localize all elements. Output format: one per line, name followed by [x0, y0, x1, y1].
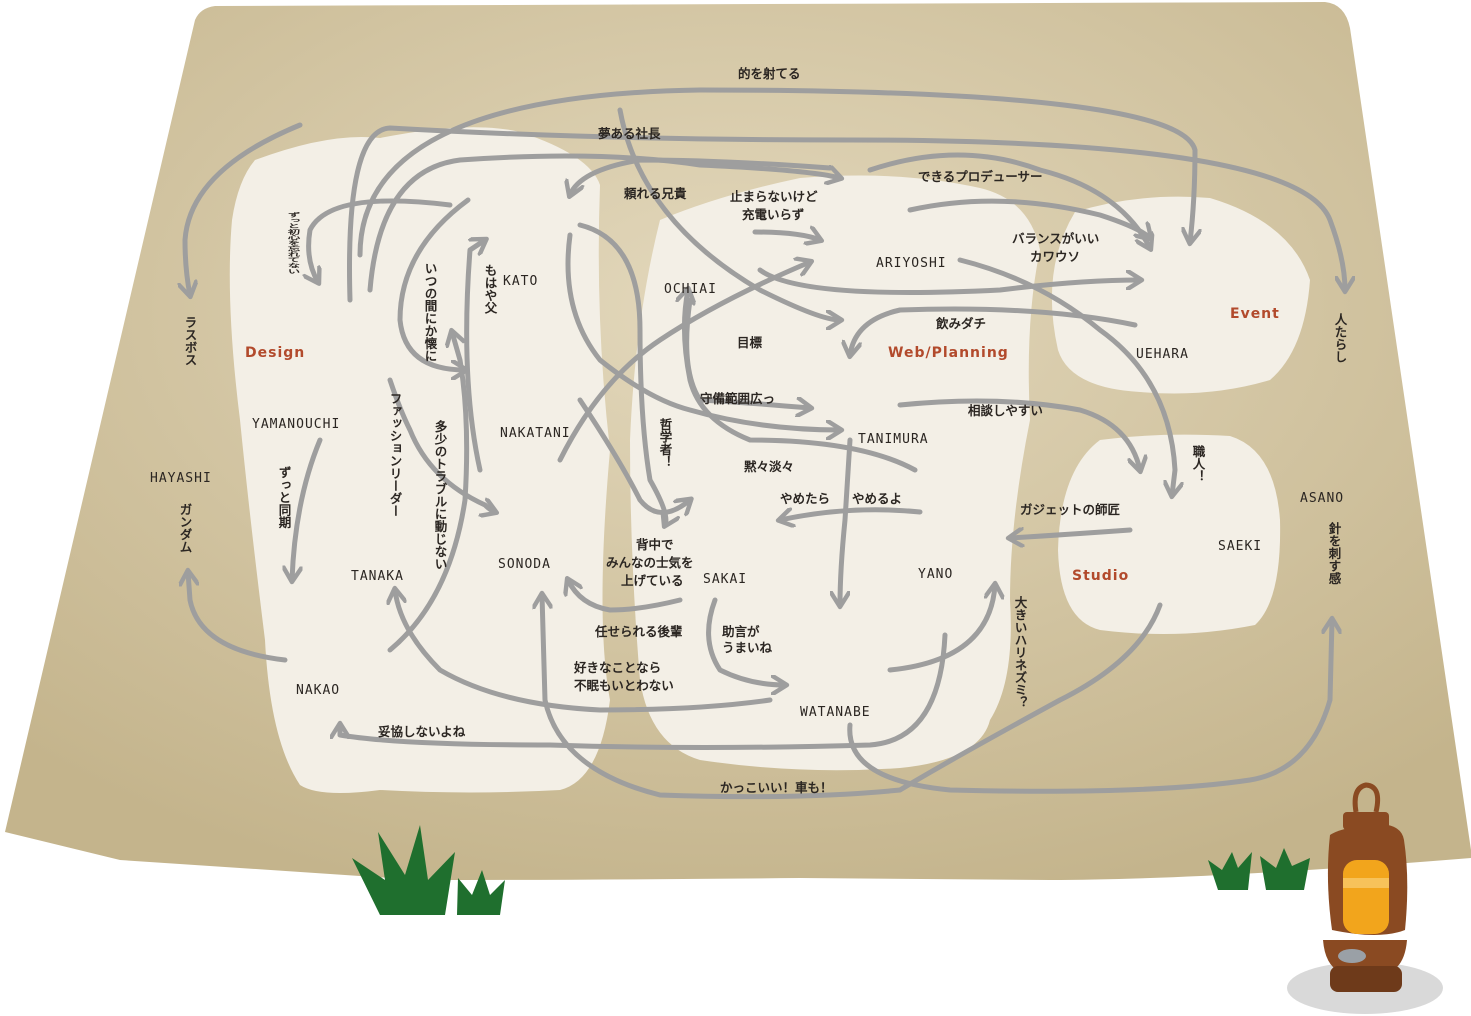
label-gundam: ガンダム	[178, 503, 193, 553]
label-jogen-1: 助言が	[722, 624, 760, 639]
person-ariyoshi: ARIYOSHI	[876, 256, 947, 271]
label-tetsugaku: 哲学者！	[658, 417, 673, 468]
label-senaka-3: 上げている	[621, 573, 684, 588]
person-yamanouchi: YAMANOUCHI	[252, 417, 340, 432]
team-event: Event	[1230, 306, 1280, 322]
label-balance-2: カワウソ	[1030, 249, 1080, 264]
person-yano: YANO	[918, 567, 953, 582]
grass-left	[352, 825, 505, 915]
person-tanaka: TANAKA	[351, 569, 404, 584]
label-rasubosu: ラスボス	[183, 316, 198, 366]
web-planning-zone	[630, 175, 1040, 771]
label-dakyou: 妥協しないよね	[378, 724, 466, 739]
label-trouble: 多少のトラブルに動じない	[433, 419, 448, 570]
label-zutto-shoshin: ずっと初心を忘れてない	[286, 212, 301, 274]
person-sonoda: SONODA	[498, 557, 551, 572]
team-design: Design	[245, 345, 305, 361]
lantern-icon	[1287, 782, 1443, 1014]
person-ochiai: OCHIAI	[664, 282, 717, 297]
person-watanabe: WATANABE	[800, 705, 871, 720]
person-saeki: SAEKI	[1218, 539, 1262, 554]
label-harinezumi: 大きいハリネズミ？	[1013, 595, 1028, 709]
label-yametara: やめたら	[780, 491, 830, 506]
label-soudan: 相談しやすい	[968, 403, 1043, 418]
vertical-relation-labels: ずっと初心を忘れてない いつの間にか懐に もはや父 ラスボス ファッションリーダ…	[178, 212, 1348, 709]
design-zone	[229, 127, 611, 794]
label-mato: 的を射てる	[738, 66, 801, 81]
label-mokumoku: 黙々淡々	[744, 459, 794, 474]
label-suki-2: 不眠もいとわない	[574, 678, 674, 693]
label-zutto-douki: ずっと同期	[277, 465, 292, 529]
label-jogen-2: うまいね	[722, 640, 773, 655]
label-tomaranai-2: 充電いらず	[742, 207, 805, 222]
label-tayoreru: 頼れる兄貴	[623, 186, 687, 201]
grass-right	[1208, 848, 1310, 890]
label-shokunin: 職人！	[1191, 444, 1206, 483]
person-sakai: SAKAI	[703, 572, 747, 587]
label-suki-1: 好きなことなら	[573, 660, 661, 675]
team-web-planning: Web/Planning	[888, 345, 1009, 361]
label-itsunomani: いつの間にか懐に	[423, 262, 438, 362]
label-nomi: 飲みダチ	[935, 316, 986, 331]
person-uehara: UEHARA	[1136, 347, 1189, 362]
label-mohaya: もはや父	[483, 264, 498, 315]
team-studio: Studio	[1072, 568, 1129, 584]
label-fashion: ファッションリーダー	[388, 392, 403, 517]
label-balance-1: バランスがいい	[1012, 231, 1099, 246]
label-hitotarashi: 人たらし	[1333, 312, 1348, 363]
relationship-arrows	[185, 87, 1345, 800]
person-nakao: NAKAO	[296, 683, 340, 698]
label-mokuhyou: 目標	[737, 335, 763, 350]
label-makaserareru: 任せられる後輩	[594, 624, 683, 639]
label-dekiru: できるプロデューサー	[918, 169, 1043, 184]
relation-labels: 的を射てる 夢ある社長 頼れる兄貴 止まらないけど 充電いらず できるプロデュー…	[378, 66, 1121, 795]
label-tomaranai-1: 止まらないけど	[730, 189, 818, 204]
label-senaka-1: 背中で	[636, 537, 674, 552]
person-hayashi: HAYASHI	[150, 471, 212, 486]
person-asano: ASANO	[1300, 491, 1344, 506]
studio-zone	[1058, 434, 1281, 634]
label-yameru: やめるよ	[852, 491, 902, 506]
label-shubi: 守備範囲広っ	[700, 391, 775, 406]
label-yume: 夢ある社長	[598, 126, 661, 141]
label-senaka-2: みんなの士気を	[606, 555, 694, 570]
person-nakatani: NAKATANI	[500, 426, 571, 441]
people: KATO OCHIAI ARIYOSHI UEHARA YAMANOUCHI N…	[150, 256, 1344, 720]
label-hari: 針を刺す感	[1327, 521, 1342, 585]
person-kato: KATO	[503, 274, 538, 289]
label-kakkoii: かっこいい！車も！	[720, 780, 833, 795]
person-tanimura: TANIMURA	[858, 432, 929, 447]
label-gadget: ガジェットの師匠	[1020, 502, 1121, 517]
